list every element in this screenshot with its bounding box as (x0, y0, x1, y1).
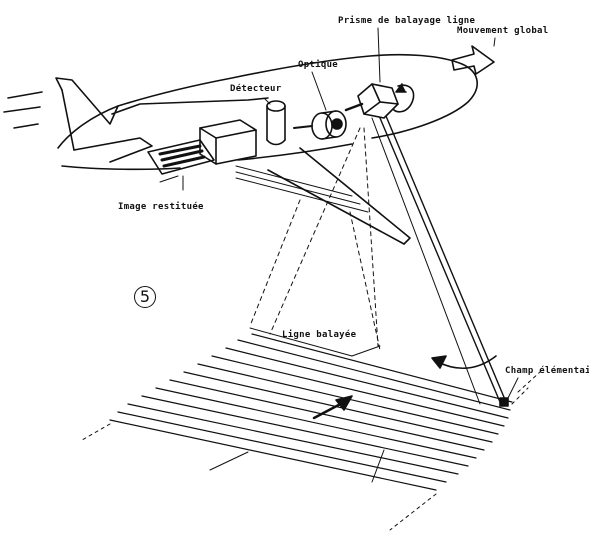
tail-fin (55, 77, 119, 125)
detector-box (199, 119, 257, 165)
image-film (147, 139, 215, 175)
movement-arrow (451, 45, 495, 75)
optics-lens (293, 110, 347, 140)
label-mouvement: Mouvement global (457, 26, 549, 36)
figure-number: 5 (134, 286, 156, 308)
fuselage-outline (57, 53, 478, 149)
upper-wing (111, 97, 269, 115)
label-ligne: Ligne balayée (282, 330, 357, 340)
field-element-marker (499, 397, 509, 407)
viewing-cone (249, 127, 381, 351)
detector-cylinder (266, 100, 286, 146)
label-image: Image restituée (118, 202, 204, 212)
stabilizer (73, 137, 153, 163)
label-champ: Champ élémentaire (505, 366, 589, 376)
sweep-arrow (437, 355, 497, 370)
label-prisme: Prisme de balayage ligne (338, 16, 476, 26)
ground-scan-lines (109, 333, 513, 491)
motion-lines (3, 91, 43, 129)
rotation-arrow (393, 84, 415, 113)
lower-wing (267, 147, 411, 245)
scan-beam (379, 117, 501, 403)
scanning-prism (344, 83, 399, 119)
label-detecteur: Détecteur (230, 84, 282, 94)
label-optique: Optique (298, 60, 339, 70)
